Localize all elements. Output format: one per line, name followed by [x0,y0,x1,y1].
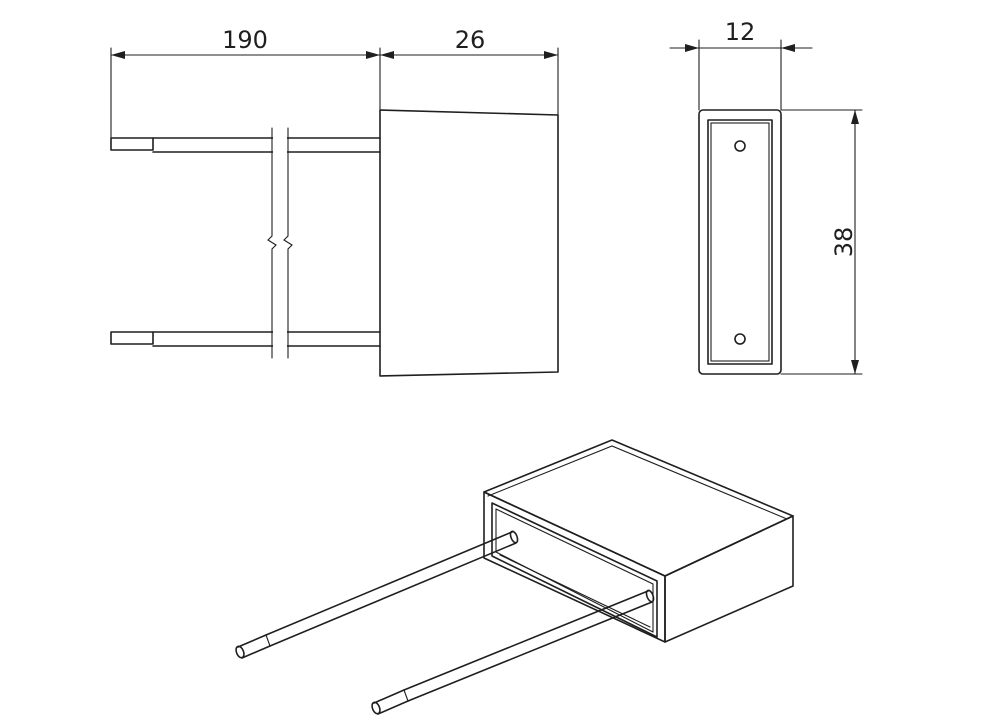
iso-lead-upper [235,530,519,659]
dimension-body-height: 38 [780,109,863,375]
iso-body-left-face [483,491,666,643]
side-view: 190 26 [110,26,559,377]
lead-top-tip [110,137,154,151]
dimension-26-label: 26 [455,26,486,54]
dimension-body-length: 26 [379,26,559,116]
dimension-lead-length: 190 [110,26,381,139]
dimension-body-thickness: 12 [669,18,813,111]
end-view-inner-rim [710,122,770,362]
dimension-190-label: 190 [222,26,268,54]
dimension-12-label: 12 [725,18,756,46]
dimension-38-label: 38 [830,227,858,258]
end-view: 12 38 [669,18,863,375]
iso-lead-lower-tip [371,701,381,715]
iso-end-face-recess [491,502,658,638]
end-view-lead-hole-bottom [734,333,746,345]
isometric-view [235,439,794,715]
iso-lead-lower [371,589,655,715]
iso-body-right-face [664,515,794,643]
iso-lead-upper-tip [235,645,245,659]
end-view-lead-hole-top [734,140,746,152]
side-view-body [379,109,559,377]
break-symbol [267,127,293,359]
end-view-body-outer [698,109,782,375]
side-view-lead-top [110,137,381,153]
end-view-body-inner [707,119,773,365]
iso-body-top-face [483,439,794,577]
lead-bottom-tip [110,331,154,345]
side-view-lead-bottom [110,331,381,347]
